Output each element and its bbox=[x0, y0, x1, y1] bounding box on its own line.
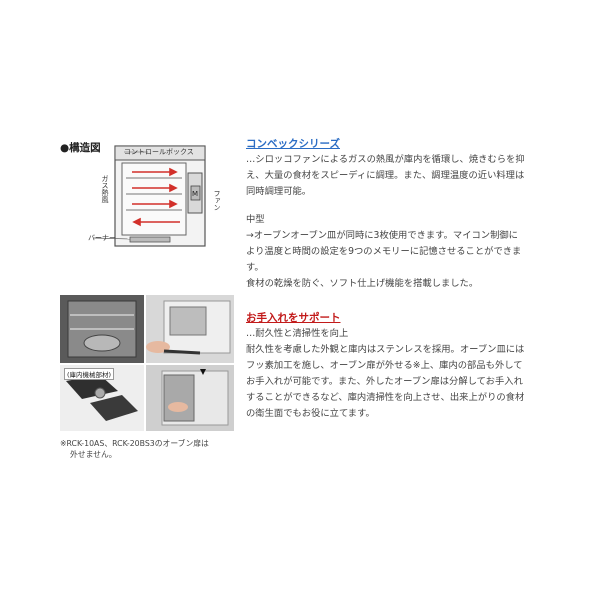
section1-sub-heading: 中型 bbox=[246, 214, 265, 225]
section2-line: の衛生面でもお役に立てます。 bbox=[246, 408, 375, 419]
section1-sub-line: す。 bbox=[246, 262, 264, 273]
gas-hot-air-label: ガス熱風 bbox=[101, 175, 109, 203]
section2-line: 耐久性を考慮した外観と庫内はステンレスを採用。オーブン皿には bbox=[246, 344, 525, 355]
photo-caption: ※RCK-10AS、RCK-20BS3のオーブン扉は 外せません。 bbox=[60, 438, 245, 460]
burner-label: バーナー bbox=[88, 234, 116, 242]
caption-line: ※RCK-10AS、RCK-20BS3のオーブン扉は bbox=[60, 439, 209, 448]
control-box-label: コントロールボックス bbox=[124, 148, 194, 156]
section2-line: …耐久性と清掃性を向上 bbox=[246, 328, 349, 339]
diagram-title: ●構造図 bbox=[60, 142, 101, 154]
oven-structure-diagram: M bbox=[93, 145, 206, 247]
section2-body: …耐久性と清掃性を向上 耐久性を考慮した外観と庫内はステンレスを採用。オーブン皿… bbox=[246, 326, 564, 422]
section1-sub-line: →オーブンオーブン皿が同時に3枚使用できます。マイコン制御に bbox=[246, 230, 518, 241]
maintenance-photos bbox=[60, 295, 234, 431]
section2-line: することができるなど、庫内清掃性を向上させ、出来上がりの食材 bbox=[246, 392, 525, 403]
section1-sub-body: →オーブンオーブン皿が同時に3枚使用できます。マイコン制御に より温度と時間の設… bbox=[246, 228, 564, 292]
section2-heading: お手入れをサポート bbox=[246, 312, 341, 324]
section1-heading: コンベックシリーズ bbox=[246, 138, 340, 150]
fan-label: ファン bbox=[213, 190, 221, 211]
section2-line: お手入れが可能です。また、外したオーブン扉は分解してお手入れ bbox=[246, 376, 523, 387]
section1-line: え、大量の食材をスピーディに調理。また、調理温度の近い料理は bbox=[246, 170, 525, 181]
section1-body: …シロッコファンによるガスの熱風が庫内を循環し、焼きむらを抑 え、大量の食材をス… bbox=[246, 152, 564, 200]
section1-line: …シロッコファンによるガスの熱風が庫内を循環し、焼きむらを抑 bbox=[246, 154, 525, 165]
section1-sub-line: より温度と時間の設定を9つのメモリーに記憶させることができま bbox=[246, 246, 522, 257]
section2-line: フッ素加工を施し、オーブン扉が外せる※上、庫内の部品も外して bbox=[246, 360, 523, 371]
caption-line: 外せません。 bbox=[70, 450, 117, 459]
section1-sub-line: 食材の乾燥を防ぐ、ソフト仕上げ機能を搭載しました。 bbox=[246, 278, 479, 289]
section1-line: 同時調理可能。 bbox=[246, 186, 312, 197]
svg-text:M: M bbox=[192, 190, 198, 198]
interior-parts-label: (庫内機械部材) bbox=[64, 368, 115, 380]
